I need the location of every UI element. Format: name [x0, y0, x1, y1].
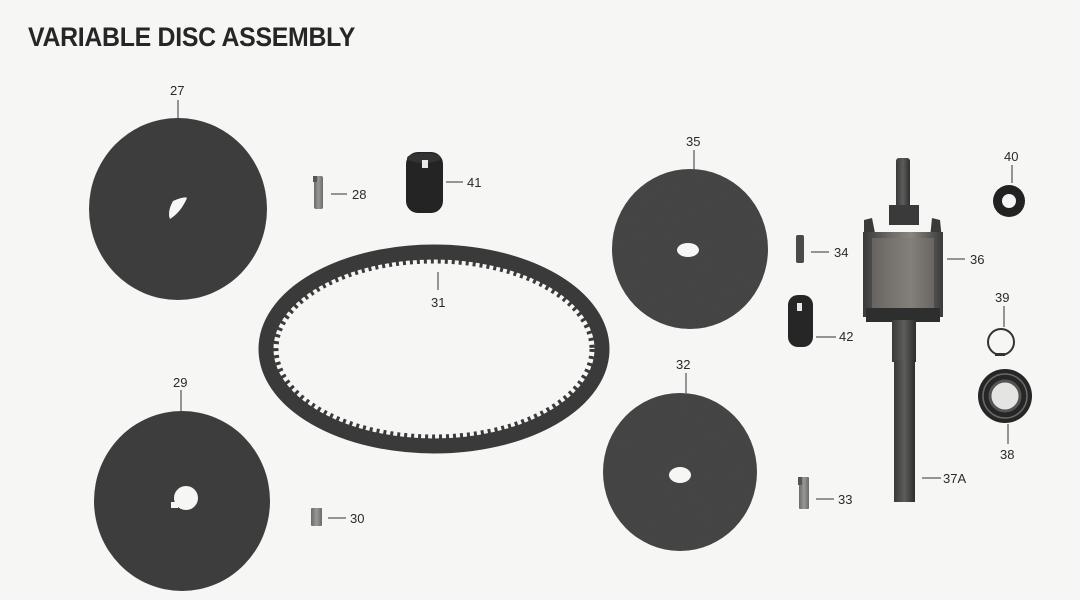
part-28-key: [313, 176, 347, 209]
part-42-sleeve: [788, 295, 836, 347]
part-32-disc: [603, 373, 757, 551]
part-36-rotor-assembly: [863, 158, 965, 322]
part-39-retaining-ring: [987, 306, 1015, 356]
part-27-disc: [89, 100, 267, 300]
callout-39: 39: [995, 290, 1010, 305]
callout-40: 40: [1004, 149, 1019, 164]
part-40-seal-ring: [993, 165, 1025, 217]
part-29-disc: [94, 390, 270, 591]
part-35-disc: [612, 150, 768, 329]
callout-32: 32: [676, 357, 691, 372]
callout-30: 30: [350, 511, 365, 526]
callout-36: 36: [970, 252, 985, 267]
diagram-title: VARIABLE DISC ASSEMBLY: [28, 22, 356, 52]
callout-37a: 37A: [943, 471, 967, 486]
part-31-toothed-belt: [258, 244, 610, 454]
callout-41: 41: [467, 175, 482, 190]
part-38-bearing: [978, 369, 1032, 444]
part-33-key: [798, 477, 834, 509]
part-30-key: [311, 508, 346, 526]
callout-38: 38: [1000, 447, 1015, 462]
part-41-sleeve: [406, 152, 463, 213]
part-37a-shaft: [892, 320, 941, 502]
callout-33: 33: [838, 492, 853, 507]
callout-27: 27: [170, 83, 185, 98]
part-34-pin: [796, 235, 829, 263]
callout-28: 28: [352, 187, 367, 202]
callout-42: 42: [839, 329, 854, 344]
callout-31: 31: [431, 295, 446, 310]
callout-29: 29: [173, 375, 188, 390]
callout-34: 34: [834, 245, 849, 260]
callout-35: 35: [686, 134, 701, 149]
